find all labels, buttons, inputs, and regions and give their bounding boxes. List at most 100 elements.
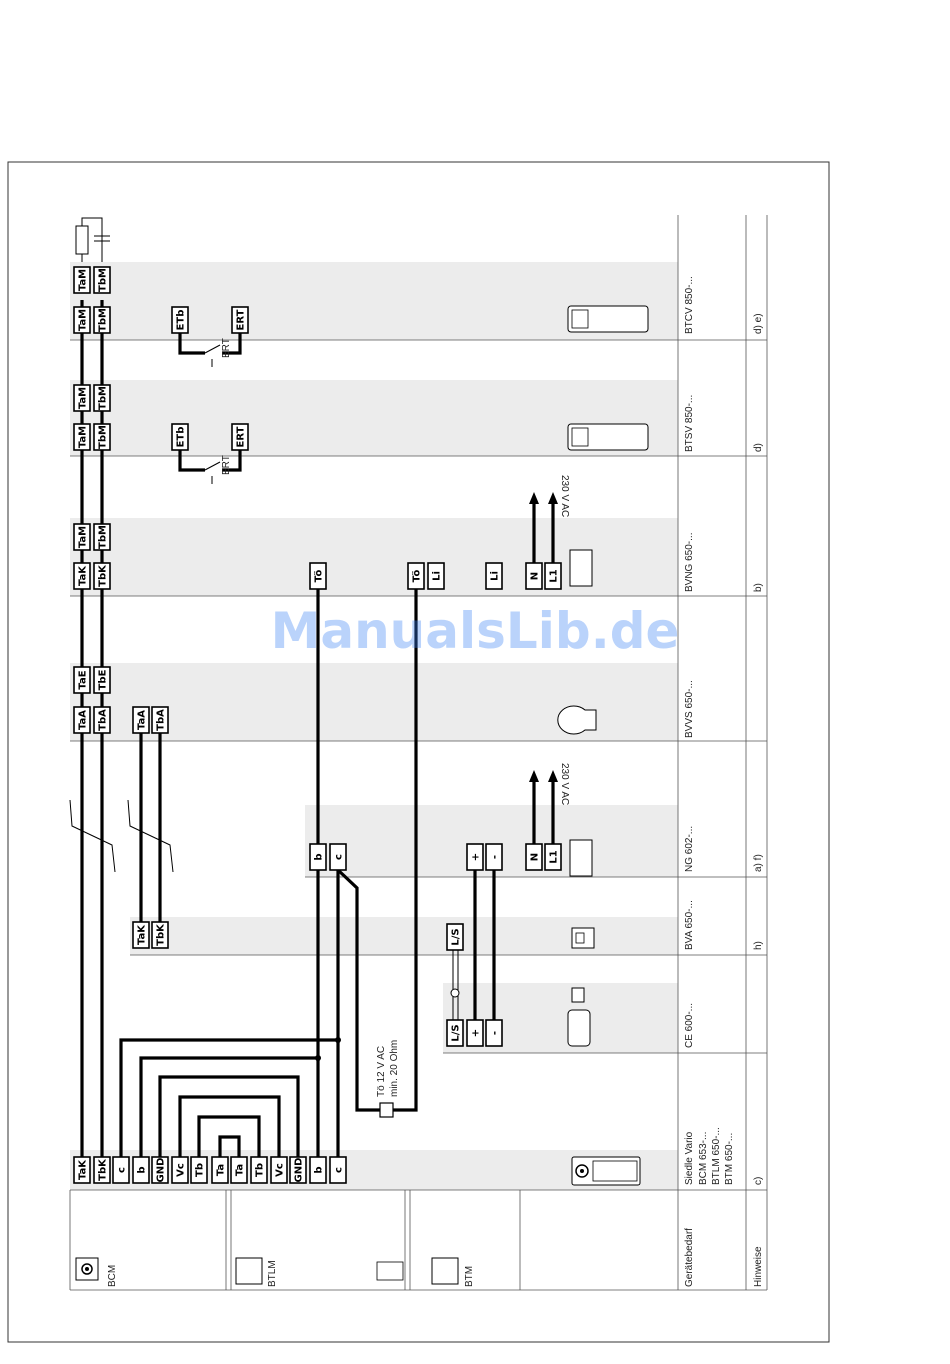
vario-terminal: c [112,1156,130,1184]
bvng-terminal: TbM [93,523,111,551]
vario-terminal: Tb [190,1156,208,1184]
svg-text:TbK: TbK [98,1158,109,1181]
bvvs-terminal: TaA [73,706,91,734]
ce-terminal: L/S [446,1019,464,1047]
btsv-terminal: ERT [231,423,249,451]
svg-text:L1: L1 [549,850,560,863]
svg-text:TaK: TaK [78,565,89,586]
bva-module-icon [571,927,595,949]
btm-icon [431,1257,459,1285]
svg-text:TaK: TaK [137,924,148,945]
svg-text:c: c [117,1167,128,1173]
svg-text:Tö: Tö [314,569,325,582]
svg-text:TaA: TaA [78,710,89,730]
camera-icon [567,1009,591,1047]
svg-text:TaM: TaM [78,426,89,448]
voltage-note: 230 V AC [559,475,570,517]
device-note: a) f) [753,854,764,872]
svg-text:TaM: TaM [78,526,89,548]
device-name: BTCV 850-... [684,276,695,334]
btsv-terminal: TaM [73,384,91,412]
svg-text:TaE: TaE [78,670,89,689]
bvng-terminal: TbK [93,562,111,590]
bvng-terminal: Tö [407,562,425,590]
vario-terminal: c [329,1156,347,1184]
table-grid [69,215,768,1291]
bvvs-terminal: TbA [93,706,111,734]
bva-terminal: TbK [151,921,169,949]
btcv-terminal: TbM [93,306,111,334]
device-sub: BTM 650-... [724,1133,735,1185]
svg-text:TbA: TbA [98,709,109,731]
btcv-terminal: ETb [171,306,189,334]
device-note: b) [753,583,764,592]
svg-text:TaA: TaA [137,710,148,730]
bvvs-module-icon [557,705,597,735]
bvng-terminal: Li [485,562,503,590]
svg-text:Tb: Tb [195,1163,206,1177]
svg-text:Ta: Ta [216,1164,227,1176]
vario-terminal: Vc [171,1156,189,1184]
svg-text:GND: GND [294,1158,305,1183]
svg-text:b: b [137,1166,148,1173]
btcv-terminal: ERT [231,306,249,334]
svg-text:Tö: Tö [412,569,423,582]
geraetebedarf-header: Gerätebedarf [684,1228,695,1287]
btsv-terminal: TaM [73,423,91,451]
device-sub: BTLM 650-... [711,1127,722,1185]
bvvs-terminal: TaE [73,666,91,694]
svg-text:-: - [490,855,501,859]
svg-text:Ta: Ta [235,1164,246,1176]
svg-text:-: - [490,1031,501,1035]
power-supply-icon [569,839,593,877]
svg-text:Tb: Tb [255,1163,266,1177]
ng-terminal: c [329,843,347,871]
watermark: ManualsLib.de [271,602,680,660]
ce-terminal: + [466,1019,484,1047]
device-note: c) [753,1177,764,1185]
svg-text:ERT: ERT [236,309,247,330]
svg-text:TaK: TaK [78,1159,89,1180]
bva-terminal: L/S [446,923,464,951]
svg-text:N: N [530,853,541,861]
bvvs-terminal: TaA [132,706,150,734]
vario-panel-icon [571,1156,641,1186]
bvng-terminal: N [525,562,543,590]
legend-btlm: BTLM [267,1260,278,1287]
svg-text:TbM: TbM [98,308,109,332]
device-note: d) e) [753,313,764,334]
device-sub: BCM 653-... [698,1132,709,1185]
ng-terminal: b [309,843,327,871]
device-note: d) [753,443,764,452]
door-opener-note: Tö 12 V AC [376,1046,387,1097]
device-name: BVVS 650-... [684,680,695,738]
voltage-note: 230 V AC [559,763,570,805]
device-icons [75,305,649,1285]
vario-terminal: TaK [73,1156,91,1184]
legend-bcm: BCM [107,1265,118,1287]
svg-text:c: c [334,854,345,860]
svg-text:TbM: TbM [98,268,109,292]
device-name: NG 602-... [684,826,695,872]
bvvs-terminal: TbE [93,666,111,694]
band-bva [130,917,678,955]
ng-terminal: N [525,843,543,871]
svg-text:Li: Li [432,571,443,581]
svg-text:TbM: TbM [98,525,109,549]
vario-terminal: b [309,1156,327,1184]
btcv-terminal: TaM [73,306,91,334]
btlm-icon [235,1257,263,1285]
vario-terminal: Tb [250,1156,268,1184]
btsv-terminal: ETb [171,423,189,451]
ce-terminal: - [485,1019,503,1047]
switch-label: ERT [221,455,232,475]
vario-terminal: GND [151,1156,169,1184]
btsv-terminal: TbM [93,423,111,451]
svg-text:c: c [334,1167,345,1173]
svg-text:+: + [471,853,482,861]
svg-text:TbM: TbM [98,386,109,410]
page-frame [7,161,830,1343]
svg-text:L/S: L/S [451,1024,462,1041]
